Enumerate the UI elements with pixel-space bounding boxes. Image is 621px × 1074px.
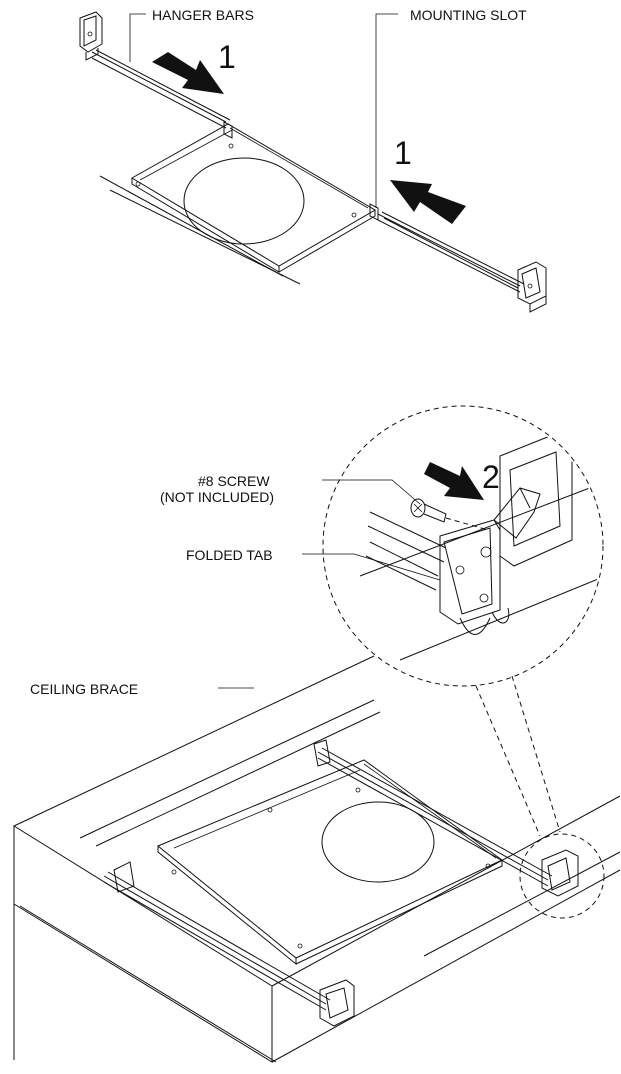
label-screw-line1: #8 SCREW [198, 473, 270, 489]
bottom-assembly [13, 655, 621, 1063]
mounting-plate-bottom [157, 759, 503, 959]
hanger-bar-bottom-right [313, 739, 579, 897]
step-number-1-right: 1 [394, 135, 412, 171]
label-mounting-slot: MOUNTING SLOT [410, 7, 527, 23]
step-number-1-top: 1 [218, 39, 236, 75]
label-hanger-bars: HANGER BARS [152, 7, 254, 23]
label-folded-tab: FOLDED TAB [186, 547, 273, 563]
label-screw-line2: (NOT INCLUDED) [160, 489, 274, 505]
arrow-step1-top [152, 52, 224, 94]
arrow-step2 [424, 462, 484, 500]
detail-callout [302, 405, 604, 837]
step-number-2: 2 [482, 459, 500, 495]
leader-mounting-slot [375, 13, 398, 208]
plate-opening-bottom [321, 801, 435, 883]
leader-screw [322, 479, 421, 505]
arrow-step1-right [390, 180, 466, 224]
plate-opening-top [183, 157, 305, 245]
hanger-bar-right [377, 211, 547, 313]
leader-hanger-bars [129, 13, 146, 62]
leader-folded-tab [302, 553, 441, 581]
detail-locator-circle [519, 833, 605, 919]
hanger-bar-bottom-left [103, 861, 355, 1027]
label-ceiling-brace: CEILING BRACE [30, 681, 138, 697]
mounting-plate-top [131, 123, 376, 267]
hanger-bar-left [79, 11, 231, 129]
screw [410, 498, 489, 531]
top-assembly [79, 11, 547, 313]
